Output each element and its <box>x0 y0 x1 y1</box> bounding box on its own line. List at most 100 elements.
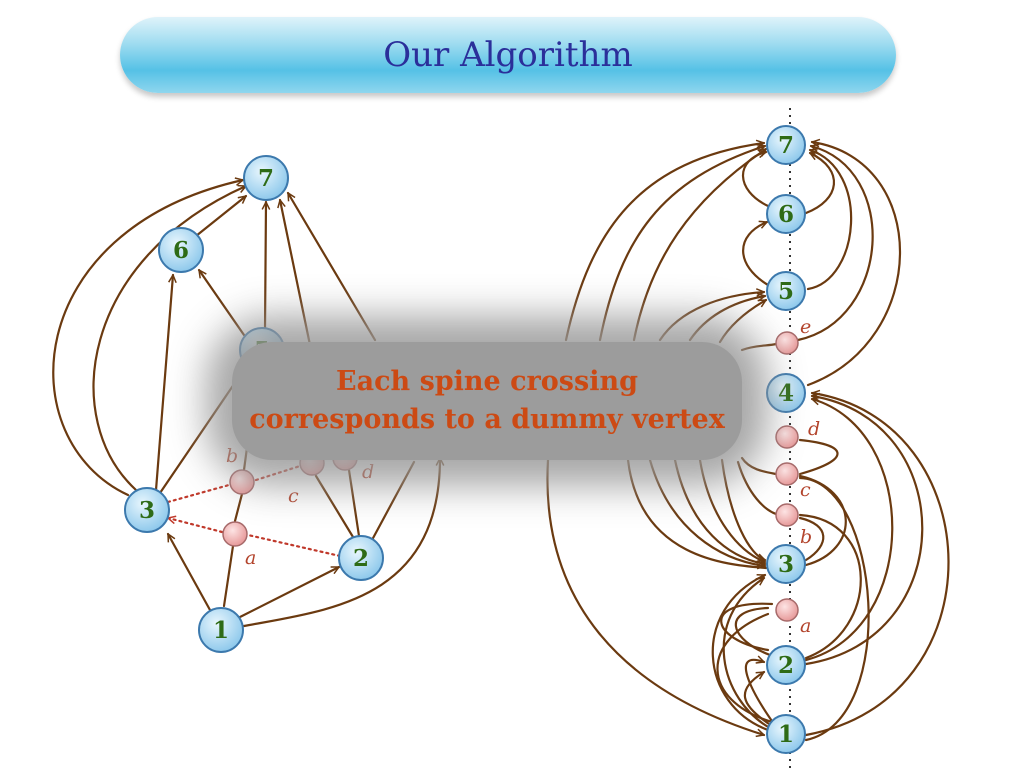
edge <box>265 200 266 332</box>
edge <box>598 146 765 342</box>
svg-text:5: 5 <box>778 278 794 305</box>
left-vertex-6: 6 <box>158 227 204 273</box>
edge <box>804 396 924 666</box>
dotted-edge <box>168 518 224 534</box>
spine-vertex-4: 4 <box>766 373 806 413</box>
edge <box>804 151 836 215</box>
svg-text:a: a <box>800 615 811 637</box>
svg-text:1: 1 <box>213 617 229 644</box>
left-dummy-b: b <box>226 445 255 495</box>
page-title: Our Algorithm <box>383 35 633 75</box>
dotted-edge <box>246 533 342 558</box>
edge <box>197 270 246 337</box>
svg-text:7: 7 <box>258 165 274 192</box>
svg-text:c: c <box>800 479 811 501</box>
edge <box>233 492 244 523</box>
callout-line-1: Each spine crossing <box>336 366 638 397</box>
svg-text:c: c <box>288 485 299 507</box>
svg-text:d: d <box>808 418 820 440</box>
spine-dummy-a: a <box>775 598 811 637</box>
edge <box>546 458 764 735</box>
dotted-edge <box>254 464 302 482</box>
edge <box>744 660 776 726</box>
edge <box>804 393 950 737</box>
svg-text:6: 6 <box>778 201 794 228</box>
edge <box>158 366 247 495</box>
edge <box>741 152 770 208</box>
edge <box>806 142 901 387</box>
left-graph <box>52 180 440 628</box>
left-vertex-2: 2 <box>338 535 384 581</box>
left-vertex-7: 7 <box>243 155 289 201</box>
edge <box>711 573 770 732</box>
right-graph-edges <box>546 142 950 742</box>
edge <box>238 565 339 619</box>
edge <box>154 275 173 492</box>
edge <box>626 458 768 570</box>
svg-text:6: 6 <box>173 237 189 264</box>
edge <box>698 458 765 562</box>
edge <box>632 147 766 342</box>
edge <box>798 438 839 476</box>
edge <box>242 456 440 628</box>
svg-text:e: e <box>800 316 811 338</box>
spine-dummy-c: c <box>775 462 811 501</box>
edge <box>370 460 416 542</box>
edge <box>166 534 212 612</box>
svg-text:3: 3 <box>139 497 155 524</box>
edge <box>688 296 765 342</box>
svg-text:1: 1 <box>778 721 794 748</box>
edge <box>92 186 246 492</box>
edge <box>798 516 825 562</box>
svg-text:a: a <box>245 547 256 569</box>
edge <box>798 476 870 742</box>
svg-text:3: 3 <box>778 551 794 578</box>
edge <box>314 474 355 539</box>
svg-text:b: b <box>226 445 238 467</box>
edge <box>742 222 770 287</box>
edge <box>804 399 894 662</box>
left-vertex-3: 3 <box>124 487 170 533</box>
dotted-edge <box>166 483 231 504</box>
spine-vertex-7: 7 <box>766 125 806 165</box>
edge <box>280 200 312 347</box>
left-vertex-1: 1 <box>198 607 244 653</box>
edge <box>740 456 778 476</box>
edge <box>222 544 235 608</box>
callout-line-2: corresponds to a dummy vertex <box>249 404 725 435</box>
callout-box: Each spine crossing corresponds to a dum… <box>232 342 742 460</box>
edge <box>720 602 774 652</box>
svg-text:7: 7 <box>778 132 794 159</box>
edge <box>564 143 764 342</box>
edge <box>798 513 862 660</box>
svg-text:4: 4 <box>778 380 794 407</box>
spine-dummy-b: b <box>775 503 812 548</box>
edge <box>673 458 765 564</box>
svg-text:2: 2 <box>778 652 794 679</box>
edge <box>796 146 874 342</box>
spine-vertex-3: 3 <box>766 544 806 584</box>
edge <box>52 180 243 497</box>
svg-text:2: 2 <box>353 545 369 572</box>
spine-vertex-1: 1 <box>766 714 806 754</box>
edge <box>194 194 246 238</box>
edge <box>648 458 765 566</box>
edge <box>718 298 766 344</box>
svg-text:b: b <box>800 526 812 548</box>
edge <box>736 460 778 516</box>
spine-vertex-5: 5 <box>766 271 806 311</box>
edge <box>658 292 766 342</box>
edge <box>734 606 772 657</box>
left-dummy-a: a <box>222 521 256 569</box>
title-banner: Our Algorithm <box>120 17 896 93</box>
edge <box>716 612 774 724</box>
edge <box>347 468 361 538</box>
svg-text:d: d <box>362 461 374 483</box>
left-dotted-edges <box>166 464 342 558</box>
spine-dummy-e: e <box>775 316 811 355</box>
edge <box>286 193 377 342</box>
spine-dummy-d: d <box>775 418 820 449</box>
edge <box>740 342 778 352</box>
edge <box>806 150 853 291</box>
